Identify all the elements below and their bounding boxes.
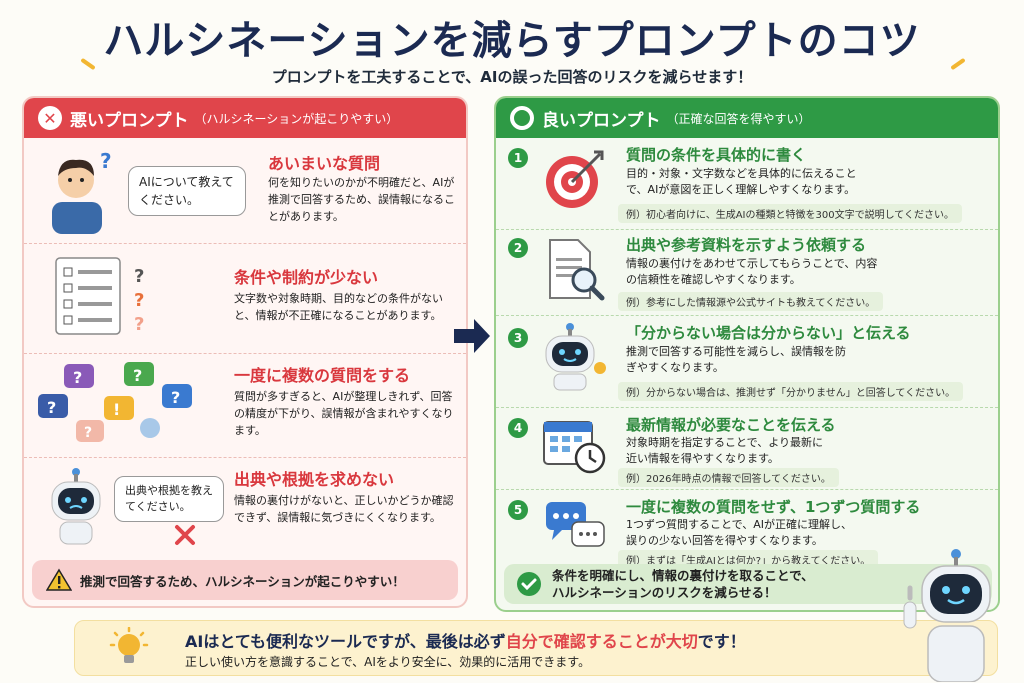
sad-robot-icon: [51, 468, 101, 545]
good-panel-footer: 条件を明確にし、情報の裏付けを取ることで、 ハルシネーションのリスクを減らせる！: [504, 564, 992, 604]
bad-item-text: 情報の裏付けがないと、正しいかどうか確認できず、誤情報に気づきにくくなります。: [234, 494, 454, 524]
example-prompt: 例）分からない場合は、推測せず「分かりません」と回答してください。: [618, 382, 964, 401]
svg-text:!: !: [113, 400, 120, 419]
svg-text:?: ?: [100, 150, 112, 173]
many-questions-icon: ? ? ? ! ? ?: [38, 362, 192, 442]
target-icon: [546, 150, 604, 208]
bad-item-text: 何を知りたいのかが不明確だと、AIが推測で回答するため、誤情報になることがありま…: [268, 176, 455, 223]
svg-text:?: ?: [171, 388, 180, 407]
svg-text:?: ?: [73, 368, 82, 387]
warning-icon: [46, 568, 72, 591]
svg-text:?: ?: [134, 266, 144, 287]
good-panel-heading: 良いプロンプト: [542, 110, 661, 131]
confused-person-icon: ?: [52, 150, 112, 234]
bad-item-title: 条件や制約が少ない: [234, 268, 379, 287]
svg-text:?: ?: [134, 314, 144, 335]
bad-panel-header: ✕ 悪いプロンプト （ハルシネーションが起こりやすい）: [24, 98, 466, 138]
bad-item: 出典や根拠を教えてください。 出典や根拠を求めない 情報の裏付けがないと、正しい…: [24, 458, 466, 558]
good-item-title: 「分からない場合は分からない」と伝える: [626, 324, 911, 342]
circle-icon: [510, 106, 534, 130]
bad-prompt-panel: ✕ 悪いプロンプト （ハルシネーションが起こりやすい） ? AIについて教えてく…: [22, 96, 468, 608]
good-panel-heading-note: （正確な回答を得やすい）: [666, 111, 811, 126]
bad-item-title: 出典や根拠を求めない: [234, 470, 395, 489]
good-item-title: 質問の条件を具体的に書く: [626, 146, 807, 164]
bad-footer-text: 推測で回答するため、ハルシネーションが起こりやすい！: [80, 573, 405, 589]
source-request-bubble: 出典や根拠を教えてください。: [114, 476, 224, 522]
bottom-line1: AIはとても便利なツールですが、最後は必ず自分で確認することが大切です！: [185, 628, 746, 652]
good-item-title: 出典や参考資料を示すよう依頼する: [626, 236, 867, 254]
bottom-banner: AIはとても便利なツールですが、最後は必ず自分で確認することが大切です！ 正しい…: [74, 620, 998, 676]
good-item-text: 対象時期を指定することで、より最新に近い情報を得やすくなります。: [626, 436, 824, 465]
page-subtitle: プロンプトを工夫することで、AIの誤った回答のリスクを減らせます！: [271, 68, 753, 86]
bad-panel-heading-note: （ハルシネーションが起こりやすい）: [194, 111, 399, 126]
bad-panel-footer: 推測で回答するため、ハルシネーションが起こりやすい！: [32, 560, 458, 600]
step-number: 4: [508, 418, 528, 438]
good-item: 4 最新情報が必要なことを伝える 対象時期を指定することで、より最新に近い情報を…: [496, 408, 998, 490]
good-item-title: 最新情報が必要なことを伝える: [626, 416, 836, 434]
document-search-icon: [549, 239, 605, 301]
step-number: 2: [508, 238, 528, 258]
good-item-text: 情報の裏付けをあわせて示してもらうことで、内容の信頼性を確認しやすくなります。: [626, 257, 878, 286]
example-prompt: 例）初心者向けに、生成AIの種類と特徴を300文字で説明してください。: [618, 204, 962, 223]
bad-item: ? AIについて教えてください。 あいまいな質問 何を知りたいのかが不明確だと、…: [24, 138, 466, 244]
x-icon: ✕: [38, 106, 62, 130]
step-number: 1: [508, 148, 528, 168]
bottom-line1-a: AIはとても便利なツールですが、最後は必ず: [185, 632, 506, 651]
good-footer-line2: ハルシネーションのリスクを減らせる！: [552, 585, 777, 600]
pointing-robot-icon: [903, 549, 991, 682]
checklist-icon: ? ? ?: [55, 257, 144, 335]
bad-item-text: 文字数や対象時期、目的などの条件がないと、情報が不正確になることがあります。: [234, 292, 443, 322]
bad-item-text: 質問が多すぎると、AIが整理しきれず、回答の精度が下がり、誤情報が含まれやすくな…: [234, 390, 454, 437]
page-title: ハルシネーションを減らすプロンプトのコツ: [103, 18, 921, 64]
good-footer-line1: 条件を明確にし、情報の裏付けを取ることで、: [552, 568, 814, 583]
bad-panel-heading: 悪いプロンプト: [70, 110, 189, 131]
svg-text:?: ?: [134, 290, 144, 311]
bottom-line1-highlight: 自分で確認することが大切: [505, 632, 698, 651]
good-item-title: 一度に複数の質問をせず、1つずつ質問する: [626, 498, 921, 516]
vague-question-bubble: AIについて教えてください。: [128, 166, 246, 216]
right-arrow-icon: [454, 319, 490, 353]
bottom-line1-b: です！: [697, 632, 746, 651]
bad-item-title: あいまいな質問: [268, 154, 381, 173]
good-item: 2 出典や参考資料を示すよう依頼する 情報の裏付けをあわせて示してもらうことで、…: [496, 230, 998, 316]
bad-item-title: 一度に複数の質問をする: [234, 366, 411, 385]
example-prompt: 例）2026年時点の情報で回答してください。: [618, 468, 839, 487]
good-item: 1 質問の条件を具体的に書く 目的・対象・文字数などを具体的に伝えることで、AI…: [496, 138, 998, 230]
step-number: 5: [508, 500, 528, 520]
red-x-mark-icon: [175, 525, 195, 545]
good-item-text: 推測で回答する可能性を減らし、誤情報を防ぎやすくなります。: [626, 345, 846, 374]
calendar-clock-icon: [543, 421, 606, 474]
bad-item: ? ? ? 条件や制約が少ない 文字数や対象時期、目的などの条件がないと、情報が…: [24, 244, 466, 354]
svg-text:?: ?: [47, 398, 56, 417]
bottom-line2: 正しい使い方を意識することで、AIをより安全に、効果的に活用できます。: [185, 655, 591, 669]
robot-thumbs-up-icon: [545, 323, 606, 391]
good-panel-header: 良いプロンプト （正確な回答を得やすい）: [496, 98, 998, 138]
example-prompt: 例）参考にした情報源や公式サイトも教えてください。: [618, 292, 884, 311]
lightbulb-icon: [109, 627, 149, 663]
bad-item: ? ? ? ! ? ? 一度に複数の質問をする 質問が多すぎると、AIが整理しき…: [24, 354, 466, 458]
chat-bubbles-icon: [546, 502, 605, 547]
good-item: 3 「分からない場合は分からない」と伝える 推測で回答する可能性を減らし、誤情報…: [496, 316, 998, 408]
svg-text:?: ?: [133, 366, 142, 385]
good-item-text: 目的・対象・文字数などを具体的に伝えることで、AIが意図を正しく理解しやすくなり…: [626, 167, 857, 196]
good-item-text: 1つずつ質問することで、AIが正確に理解し、誤りの少ない回答を得やすくなります。: [626, 518, 852, 547]
check-circle-icon: [517, 572, 541, 596]
step-number: 3: [508, 328, 528, 348]
svg-text:?: ?: [84, 425, 92, 441]
good-prompt-panel: 良いプロンプト （正確な回答を得やすい） 1 質問の条件を具体的に書く 目的・対…: [494, 96, 1000, 612]
